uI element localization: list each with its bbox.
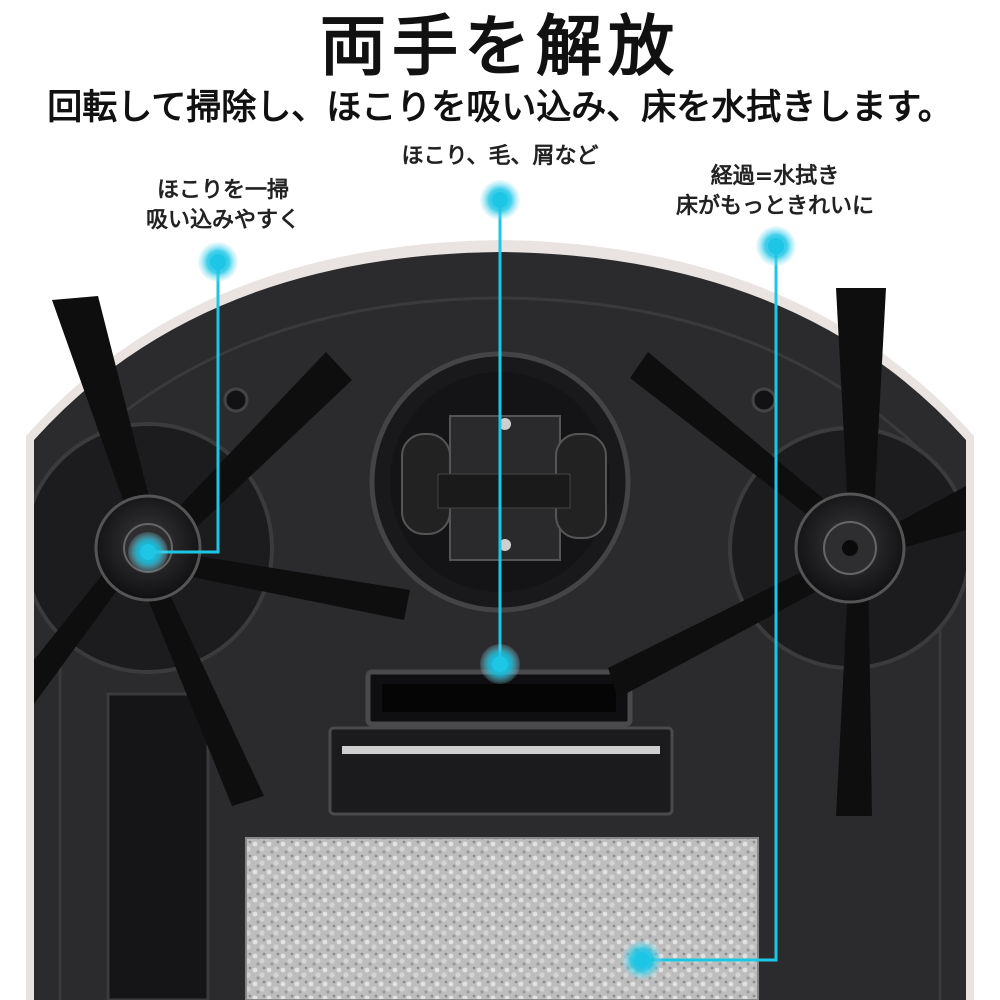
- left-side-slot: [106, 692, 210, 1000]
- bracket-screw-bottom: [499, 539, 511, 551]
- callout-left-line2: 吸い込みやすく: [145, 208, 300, 233]
- screw-hole-right: [751, 387, 777, 413]
- callout-right: 経過=水拭き 床がもっときれいに: [640, 162, 910, 222]
- dustbin-lid: [328, 726, 674, 816]
- screw-hole-left: [223, 387, 249, 413]
- callout-markers: [128, 180, 796, 980]
- headline-title: 両手を解放: [320, 7, 680, 85]
- callout-right-line1: 経過=水拭き: [710, 164, 840, 189]
- callout-center: ほこり、毛、屑など: [340, 142, 660, 172]
- callout-leader-lines: [148, 200, 778, 962]
- callout-right-line2: 床がもっときれいに: [675, 194, 874, 219]
- callout-left-line1: ほこりを一掃: [156, 178, 289, 203]
- headline-subtitle: 回転して掃除し、ほこりを吸い込み、床を水拭きします。: [47, 87, 953, 128]
- callout-left: ほこりを一掃 吸い込みやすく: [118, 176, 328, 236]
- callout-center-line1: ほこり、毛、屑など: [401, 144, 599, 169]
- mop-pad: [246, 838, 758, 1000]
- bracket-screw-top: [499, 418, 511, 430]
